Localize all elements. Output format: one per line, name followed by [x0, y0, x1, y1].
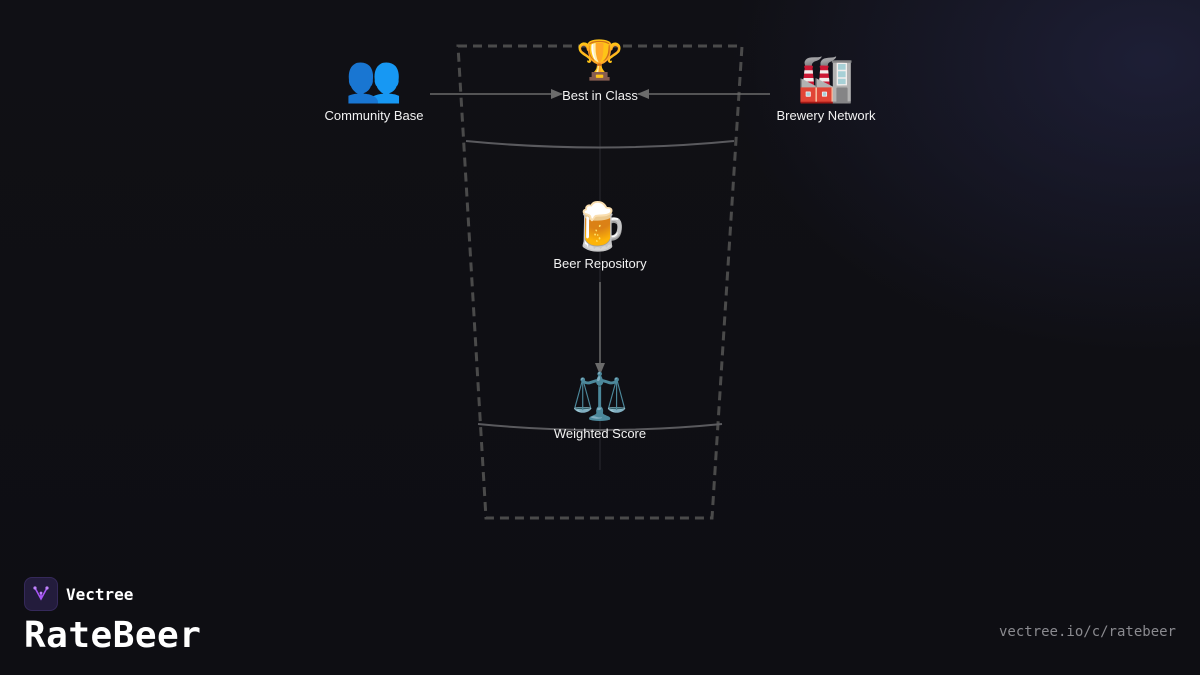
node-label: Weighted Score: [553, 426, 647, 441]
tree-icon: [33, 586, 49, 601]
vectree-logo-icon: [24, 577, 58, 611]
brand-name: Vectree: [66, 584, 134, 604]
lower-liquid-line: [477, 423, 723, 431]
trophy-icon: 🏆: [576, 40, 624, 82]
glass-outline: [456, 44, 744, 520]
node-weighted-score: ⚖️ Weighted Score: [500, 370, 700, 441]
people-icon: 👥: [345, 52, 403, 104]
node-label: Best in Class: [562, 88, 638, 103]
node-best-in-class: 🏆 Best in Class: [500, 38, 700, 103]
balance-scale-icon: ⚖️: [571, 370, 629, 422]
beer-mug-icon: 🍺: [571, 200, 629, 252]
node-beer-repository: 🍺 Beer Repository: [500, 200, 700, 271]
factory-icon: 🏭: [797, 52, 855, 104]
upper-liquid-line: [465, 140, 735, 149]
source-url[interactable]: vectree.io/c/ratebeer: [998, 624, 1176, 640]
node-label: Brewery Network: [776, 108, 876, 123]
node-label: Community Base: [324, 108, 424, 123]
node-community-base: 👥 Community Base: [274, 52, 474, 123]
node-brewery-network: 🏭 Brewery Network: [726, 52, 926, 123]
page-title: RateBeer: [24, 615, 202, 656]
brand-row: Vectree: [24, 577, 201, 611]
node-label: Beer Repository: [553, 256, 647, 271]
brand-block: Vectree RateBeer: [24, 577, 201, 656]
